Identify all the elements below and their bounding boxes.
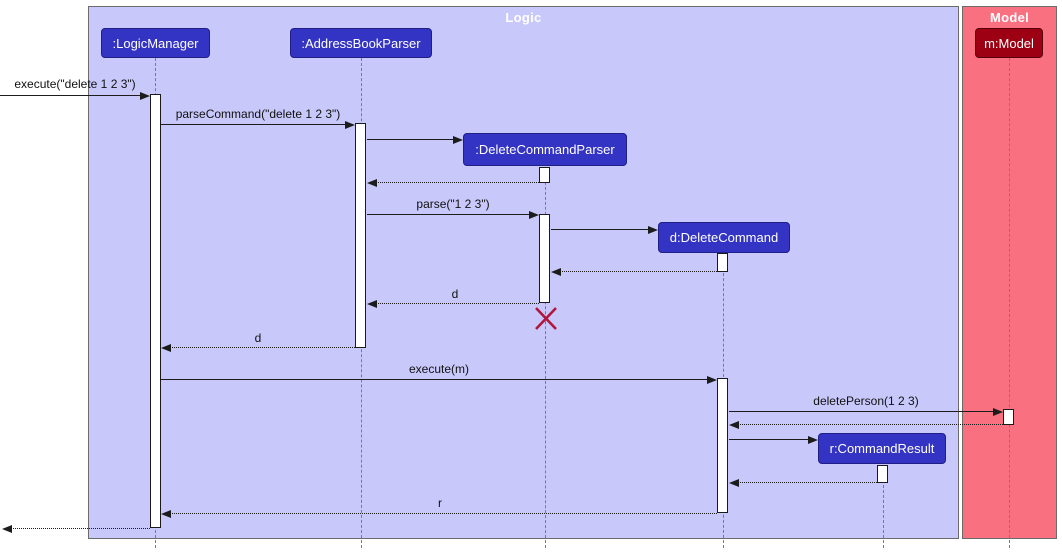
activation-model [1003, 409, 1014, 425]
message-label: d [254, 331, 262, 345]
participant-model: m:Model [975, 28, 1043, 58]
participant-delete-command-parser: :DeleteCommandParser [463, 133, 627, 166]
message-label: r [438, 496, 442, 510]
activation-delete-command-parser-1 [539, 167, 550, 183]
activation-logic-manager [150, 94, 161, 528]
arrowhead-icon [453, 136, 463, 144]
destroy-x-icon [535, 307, 557, 330]
message-label: deletePerson(1 2 3) [813, 394, 919, 408]
participant-label: :LogicManager [112, 35, 199, 51]
model-frame-title: Model [989, 10, 1030, 25]
arrowhead-icon [140, 92, 150, 100]
arrowhead-icon [2, 525, 12, 533]
lifeline-delete-command-parser [545, 167, 546, 548]
participant-label: m:Model [984, 35, 1034, 51]
arrowhead-icon [161, 510, 171, 518]
arrowhead-icon [161, 344, 171, 352]
message-label: parse("1 2 3") [416, 197, 490, 211]
message-label: parseCommand("delete 1 2 3") [175, 107, 341, 121]
arrowhead-icon [729, 479, 739, 487]
activation-address-book-parser [355, 123, 366, 348]
participant-label: :DeleteCommandParser [475, 142, 615, 157]
message-label: d [451, 287, 459, 301]
arrowhead-icon [345, 121, 355, 129]
logic-frame-title: Logic [505, 10, 542, 25]
lifeline-model [1009, 58, 1010, 548]
logic-frame: Logic [88, 6, 959, 539]
participant-address-book-parser: :AddressBookParser [290, 28, 432, 58]
message-label: execute("delete 1 2 3") [14, 77, 136, 91]
activation-delete-command-parser-2 [539, 214, 550, 303]
activation-delete-command-2 [717, 378, 728, 513]
arrowhead-icon [993, 408, 1003, 416]
arrowhead-icon [808, 436, 818, 444]
arrowhead-icon [648, 226, 658, 234]
participant-label: :AddressBookParser [301, 35, 421, 51]
arrowhead-icon [367, 179, 377, 187]
lifeline-command-result [883, 465, 884, 548]
message-label: execute(m) [408, 362, 470, 376]
arrowhead-icon [707, 376, 717, 384]
participant-label: d:DeleteCommand [669, 230, 779, 245]
participant-delete-command: d:DeleteCommand [658, 222, 790, 253]
participant-command-result: r:CommandResult [818, 433, 946, 464]
activation-command-result [877, 465, 888, 483]
participant-label: r:CommandResult [829, 441, 935, 456]
arrowhead-icon [551, 268, 561, 276]
participant-logic-manager: :LogicManager [101, 28, 210, 58]
arrowhead-icon [729, 421, 739, 429]
arrowhead-icon [367, 300, 377, 308]
arrowhead-icon [529, 211, 539, 219]
activation-delete-command-1 [717, 253, 728, 272]
